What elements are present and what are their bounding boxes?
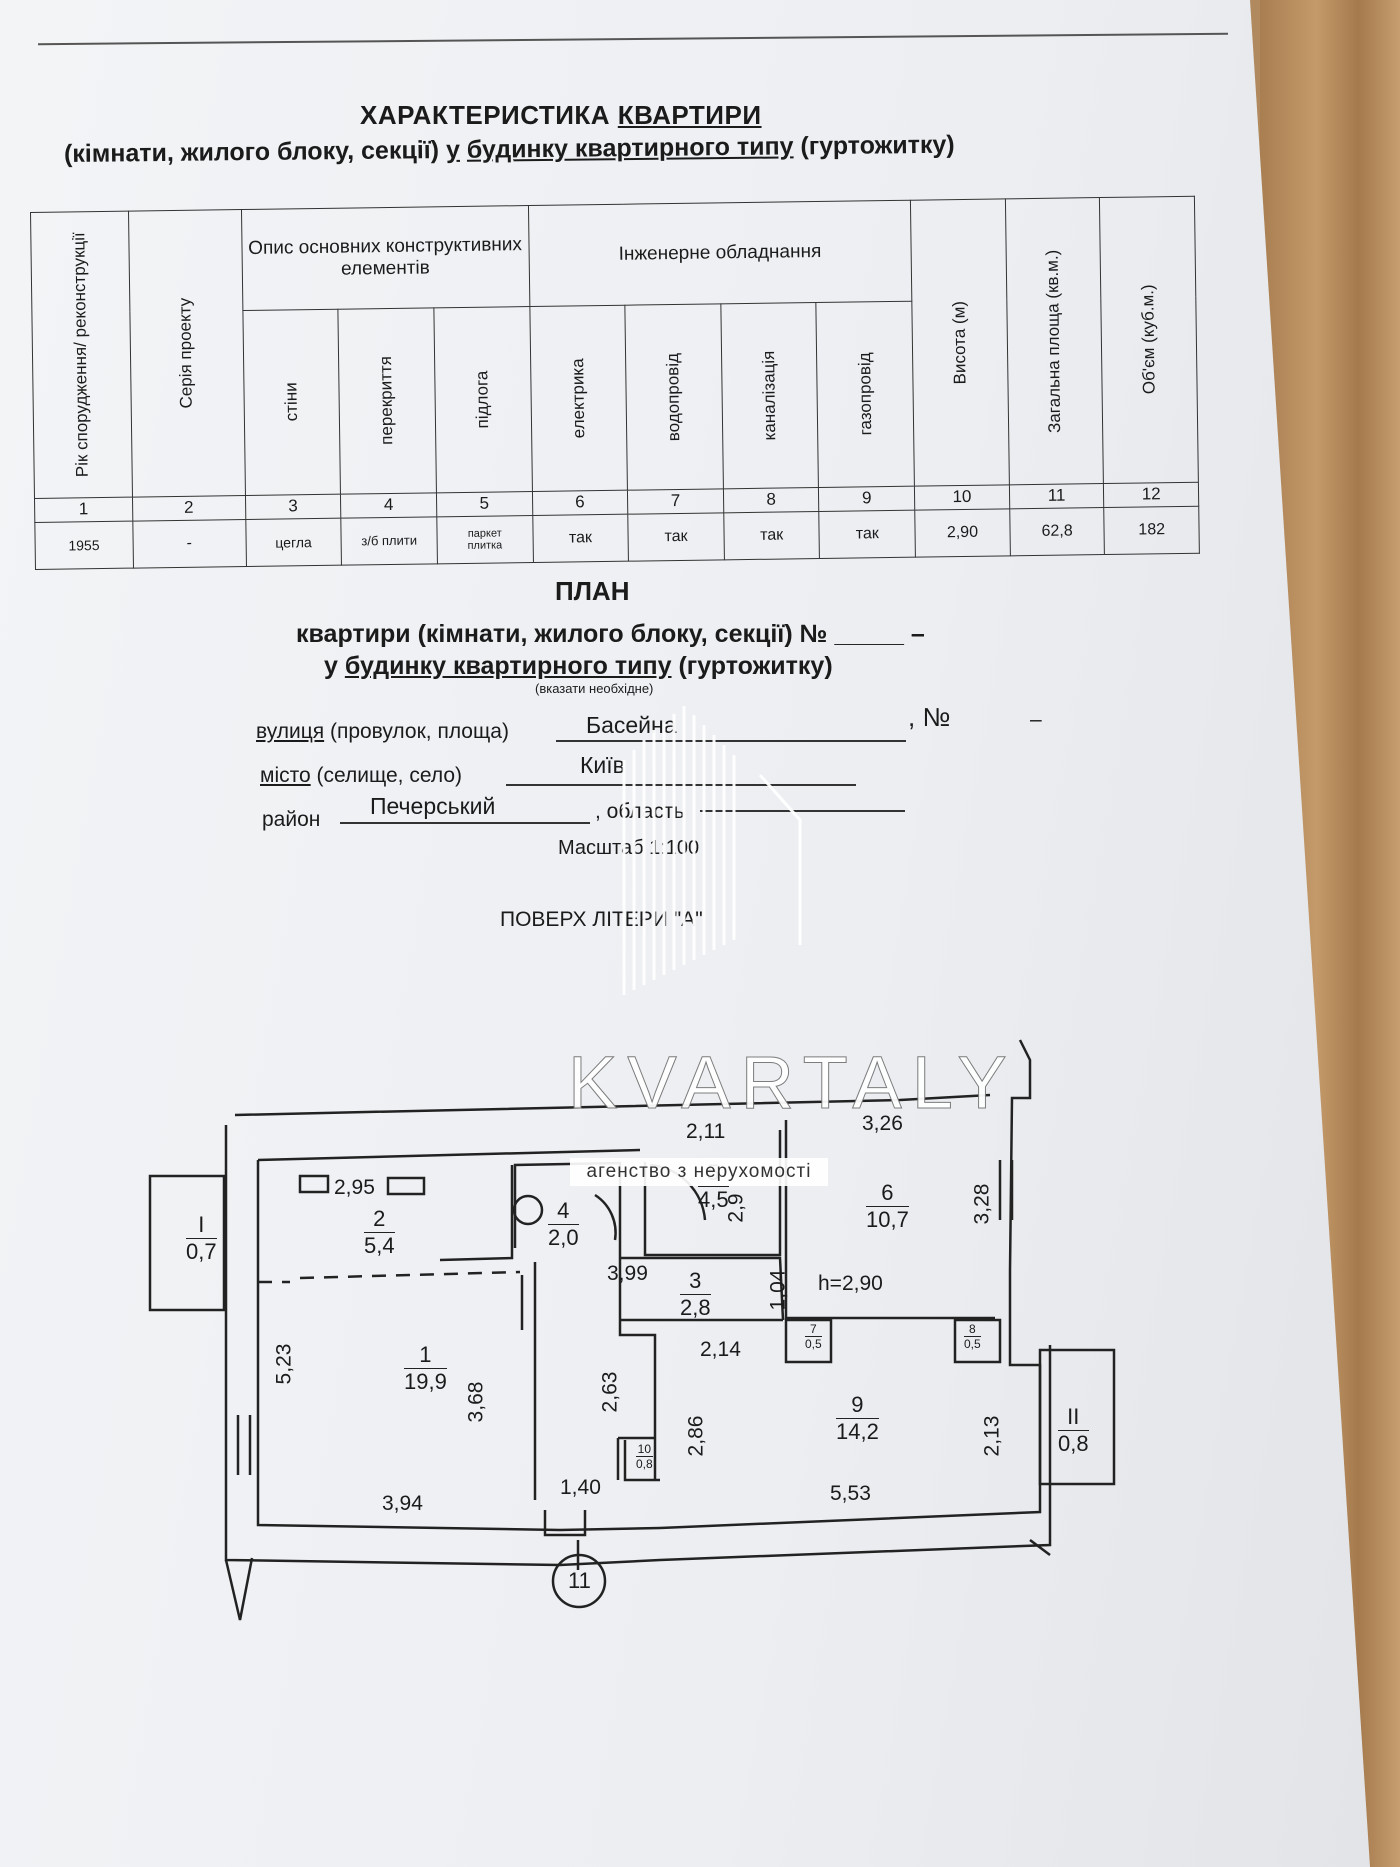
room-9: 9 14,2 [836, 1392, 879, 1445]
height-label: h=2,90 [818, 1272, 883, 1295]
room-3-number: 3 [689, 1268, 702, 1293]
floor-label: ПОВЕРХ ЛІТЕРИ "А" [500, 908, 703, 931]
watermark-tagline: агенство з нерухомості [570, 1158, 828, 1186]
document-sheet: ХАРАКТЕРИСТИКА КВАРТИРИ (кімнати, жилого… [0, 0, 1370, 1867]
dim-label: 2,95 [334, 1176, 375, 1199]
room-2-area: 5,4 [364, 1232, 395, 1258]
region-label: , область [595, 800, 685, 823]
dim-label: 2,14 [700, 1338, 741, 1361]
room-8: 8 0,5 [964, 1322, 981, 1351]
plan-line-1: квартири (кімнати, жилого блоку, секції)… [296, 620, 925, 649]
watermark-brand: KVARTALY [568, 1041, 1017, 1125]
room-7: 7 0,5 [805, 1322, 822, 1351]
room-9-number: 9 [851, 1392, 864, 1417]
room-5-area: 4,5 [698, 1186, 729, 1212]
street-label-rest: (провулок, площа) [324, 720, 509, 743]
plan-line-2: у будинку квартирного типу (гуртожитку) [324, 652, 833, 681]
street-label-word: вулиця [256, 720, 325, 743]
room-9-area: 14,2 [836, 1418, 879, 1444]
dim-label: 5,53 [830, 1482, 871, 1505]
street-underline [556, 740, 906, 742]
room-I-area: 0,7 [186, 1238, 217, 1264]
dim-label: 1,40 [560, 1476, 601, 1499]
room-1: 1 19,9 [404, 1342, 447, 1395]
street-value: Басейна [586, 712, 677, 738]
room-7-number: 7 [810, 1322, 817, 1336]
plan-line-2-underlined: будинку квартирного типу [344, 652, 672, 680]
room-3: 3 2,8 [680, 1268, 711, 1321]
title-underlined: КВАРТИРИ [617, 100, 762, 130]
room-10-number: 10 [637, 1442, 652, 1456]
plan-line-1-text: квартири (кімнати, жилого блоку, секції)… [296, 620, 828, 648]
title-text: ХАРАКТЕРИСТИКА [360, 100, 618, 130]
room-II: II 0,8 [1058, 1404, 1089, 1457]
dim-label: 3,26 [862, 1112, 903, 1135]
room-1-area: 19,9 [404, 1368, 447, 1394]
plan-line-2-b: (гуртожитку) [671, 652, 833, 680]
dim-label: 3,94 [382, 1492, 423, 1515]
city-label: місто (селище, село) [260, 764, 462, 788]
dim-label: 3,99 [607, 1262, 648, 1285]
city-underline [506, 784, 856, 786]
room-I: I 0,7 [186, 1212, 217, 1265]
room-6-area: 10,7 [866, 1206, 909, 1232]
room-II-area: 0,8 [1058, 1430, 1089, 1456]
street-number-label: , № [908, 702, 951, 732]
room-4-area: 2,0 [548, 1224, 579, 1250]
room-4: 4 2,0 [548, 1198, 579, 1251]
kvartaly-logo-mark [622, 706, 802, 995]
plan-number-blank: _____ – [834, 620, 925, 648]
plan-line-2-a: у [324, 652, 345, 680]
city-label-word: місто [260, 764, 311, 787]
characteristics-title: ХАРАКТЕРИСТИКА КВАРТИРИ [360, 100, 762, 131]
room-4-number: 4 [557, 1198, 570, 1223]
street-number-value: – [1030, 708, 1042, 731]
room-7-area: 0,5 [805, 1336, 822, 1351]
plan-title: ПЛАН [555, 576, 630, 606]
city-label-rest: (селище, село) [310, 764, 463, 787]
specify-note: (вказати необхідне) [535, 681, 654, 696]
room-3-area: 2,8 [680, 1294, 711, 1320]
room-2-number: 2 [373, 1206, 386, 1231]
room-6: 6 10,7 [866, 1180, 909, 1233]
district-value: Печерський [370, 793, 496, 819]
room-II-number: II [1067, 1404, 1080, 1429]
district-label: район [262, 808, 321, 831]
room-10-area: 0,8 [636, 1456, 653, 1471]
room-I-number: I [198, 1212, 205, 1237]
room-8-area: 0,5 [964, 1336, 981, 1351]
axis-label: 11 [568, 1568, 591, 1593]
city-value: Київ [580, 752, 625, 778]
street-label: вулиця (провулок, площа) [256, 720, 509, 744]
region-underline [700, 810, 905, 812]
district-underline [340, 822, 590, 824]
room-8-number: 8 [969, 1322, 976, 1336]
room-10: 10 0,8 [636, 1442, 653, 1471]
floor-plan [148, 1039, 1116, 1621]
room-2: 2 5,4 [364, 1206, 395, 1259]
room-6-number: 6 [881, 1180, 894, 1205]
dim-label: 2,11 [686, 1120, 726, 1143]
room-1-number: 1 [419, 1342, 432, 1367]
